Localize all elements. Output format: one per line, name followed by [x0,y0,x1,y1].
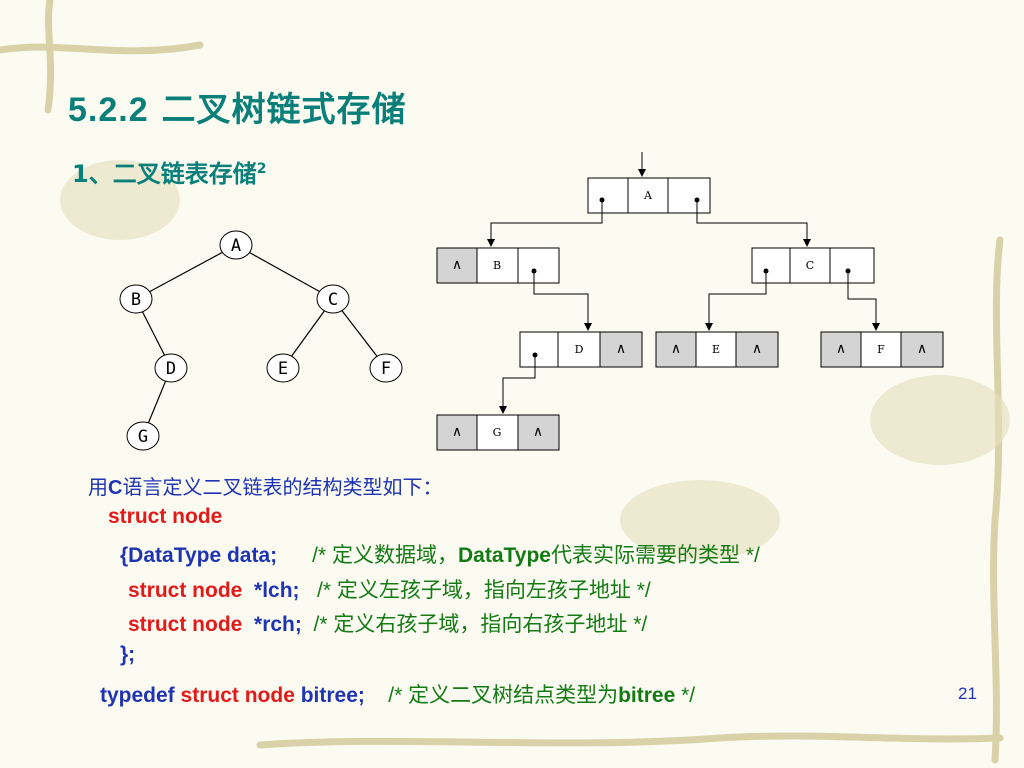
subtitle-superscript: 2 [256,161,267,177]
linked-node-g-label: G [493,426,502,439]
tree-node-c: C [316,284,350,314]
null-symbol: ∧ [752,341,762,357]
title-text: 二叉树链式存储 [161,90,407,130]
tree-node-b-label: B [131,290,141,310]
null-symbol: ∧ [671,341,681,357]
code-line-1: struct node [108,505,223,528]
code-line-6-comment-a: /* 定义二叉树结点类型为 [388,684,619,707]
page-number: 21 [958,684,977,703]
code-line-6-typedef: typedef [100,684,175,707]
linked-node-d-label: D [575,343,584,356]
null-symbol: ∧ [452,257,462,273]
tree-node-g: G [126,421,160,451]
tree-node-e-label: E [278,359,288,379]
code-intro: 用C语言定义二叉链表的结构类型如下： [88,471,442,500]
linked-node-b-label: B [493,259,501,272]
tree-node-c-label: C [328,290,338,310]
tree-node-d: D [154,353,188,383]
tree-node-b: B [119,284,153,314]
null-symbol: ∧ [452,424,462,440]
slide-title: 5.2.2 二叉树链式存储 [68,82,406,131]
linked-node-e: ∧ E ∧ [655,331,779,368]
linked-node-c-label: C [806,259,814,272]
linked-node-e-label: E [712,343,720,356]
code-line-6: typedef struct node bitree; /* 定义二叉树结点类型… [100,679,695,709]
code-line-3-kw: struct node [128,579,243,602]
code-line-2-comment-b: DataType [458,544,551,567]
linked-node-f-label: F [877,343,885,356]
linked-node-a-label: A [643,189,653,202]
null-symbol: ∧ [917,341,927,357]
null-symbol: ∧ [533,424,543,440]
code-line-4-comment: /* 定义右孩子域，指向右孩子地址 */ [313,613,648,636]
title-number: 5.2.2 [68,91,149,129]
code-line-3-comment: /* 定义左孩子域，指向左孩子地址 */ [317,579,651,602]
tree-node-a-label: A [231,236,241,256]
code-line-4-kw: struct node [128,613,243,636]
code-line-6-kw: struct node [180,684,295,707]
code-line-6-comment-b: bitree [618,684,676,707]
linked-node-f: ∧ F ∧ [820,331,944,368]
tree-node-e: E [266,353,300,383]
code-line-2-code: {DataType data; [120,544,278,567]
code-line-6-comment-c: */ [675,684,696,707]
code-line-4: struct node *rch; /* 定义右孩子域，指向右孩子地址 */ [128,608,647,638]
code-line-3-code: *lch; [254,579,300,602]
subtitle-text: 1、二叉链表存储 [72,160,257,188]
tree-node-a: A [219,230,253,260]
null-symbol: ∧ [616,341,626,357]
tree-node-d-label: D [166,359,176,379]
slide-subtitle: 1、二叉链表存储2 [72,154,266,189]
intro-c: C [108,477,123,499]
linked-node-d: D ∧ [519,331,643,368]
code-line-2: {DataType data; /* 定义数据域，DataType代表实际需要的… [120,539,760,569]
code-line-5: }; [120,643,136,666]
code-line-2-comment-a: /* 定义数据域， [312,544,459,567]
tree-node-f: F [369,353,403,383]
tree-node-f-label: F [381,359,391,379]
null-symbol: ∧ [836,341,846,357]
linked-node-b: ∧ B [436,247,560,284]
linked-node-a: A [587,177,711,214]
binary-tree [135,244,387,437]
intro-post: 语言定义二叉链表的结构类型如下： [122,475,443,499]
code-line-3: struct node *lch; /* 定义左孩子域，指向左孩子地址 */ [128,574,651,604]
tree-node-g-label: G [138,427,148,447]
code-line-6-name: bitree; [300,684,365,707]
code-line-2-comment-c: 代表实际需要的类型 */ [551,544,760,567]
linked-node-g: ∧ G ∧ [436,414,560,451]
linked-node-c: C [751,247,875,284]
code-line-4-code: *rch; [254,613,302,636]
intro-pre: 用 [88,475,108,499]
